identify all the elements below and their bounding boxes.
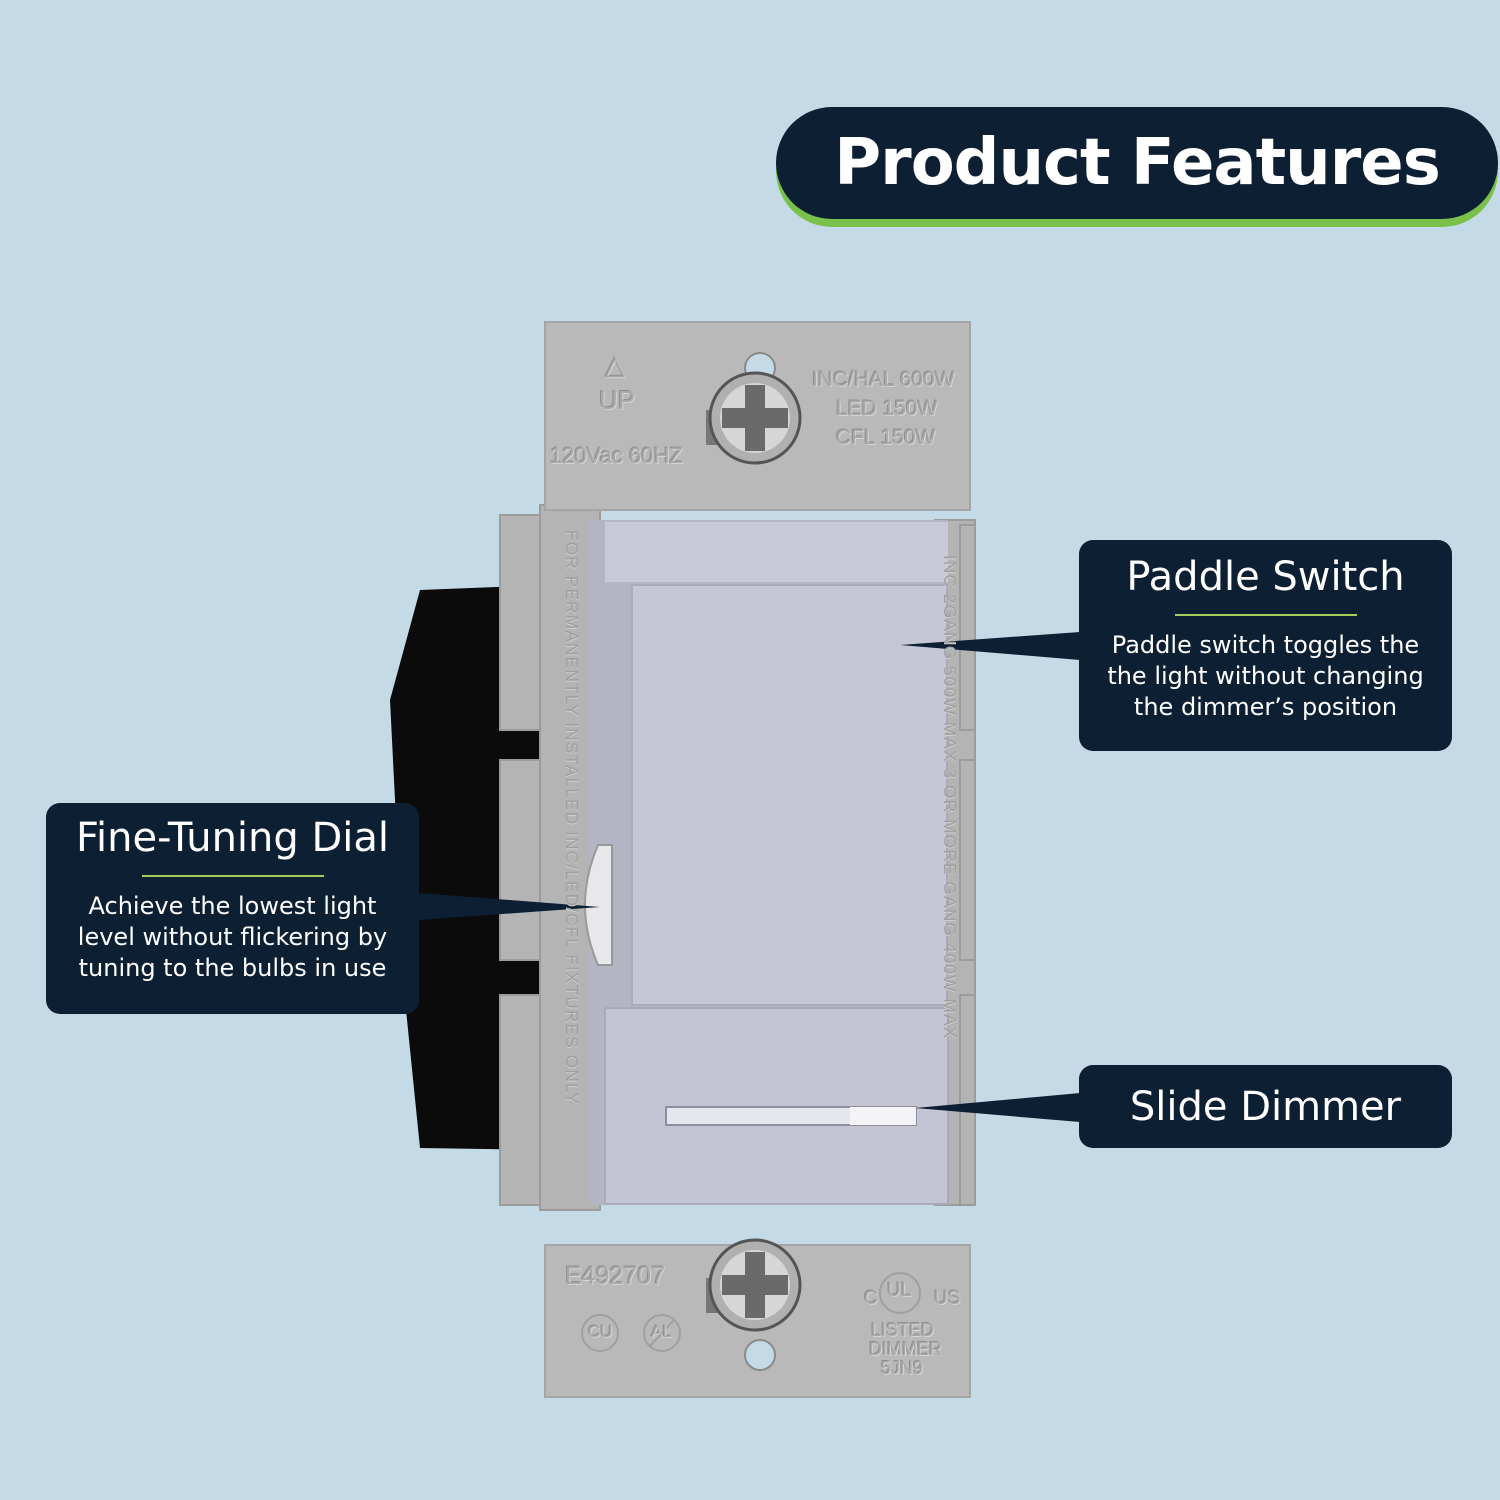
left-side-marking: FOR PERMANENTLY INSTALLED INC/LED/CFL FI… (562, 530, 582, 1106)
paddle-switch-callout: Paddle Switch Paddle switch toggles the … (1079, 540, 1452, 751)
voltage-label: 120Vac 60HZ (550, 443, 683, 468)
rating-inc: INC/HAL 600W (812, 368, 955, 391)
callout-divider (141, 875, 324, 877)
callout-heading: Paddle Switch (1126, 554, 1405, 600)
right-side-marking: INC 2GANG 500W MAX 3 OR MORE GANG 400W M… (940, 555, 960, 1040)
al-mark-circle (643, 1314, 681, 1352)
cu-mark-circle (581, 1314, 619, 1352)
paddle-pointer (900, 632, 1080, 660)
fine-tuning-dial (584, 844, 613, 966)
rating-led: LED 150W (836, 397, 938, 420)
rating-cfl: CFL 150W (836, 426, 936, 449)
slide-dimmer-knob (850, 1107, 916, 1125)
fine-tuning-dial-callout: Fine-Tuning Dial Achieve the lowest ligh… (46, 803, 419, 1014)
dimmer-label: DIMMER (869, 1339, 942, 1359)
callout-description: Paddle switch toggles the the light with… (1107, 631, 1424, 721)
callout-heading: Fine-Tuning Dial (75, 815, 390, 861)
dial-pointer (418, 893, 600, 920)
callout-description: Achieve the lowest light level without f… (77, 892, 388, 982)
ul-us: US (934, 1288, 961, 1309)
model-label: 5JN9 (881, 1358, 924, 1378)
up-arrow: △ (605, 350, 625, 380)
ul-c: C (864, 1288, 878, 1309)
file-number: E492707 (565, 1262, 666, 1290)
cu-mark: CU (588, 1322, 613, 1341)
slide-dimmer-callout: Slide Dimmer (1079, 1065, 1452, 1148)
ul-mark: UL (887, 1280, 912, 1301)
top-face (605, 522, 948, 582)
slide-pointer (915, 1093, 1080, 1122)
bottom-screw (706, 1238, 802, 1332)
top-screw (706, 371, 802, 465)
al-mark: AL (651, 1322, 672, 1341)
mounting-hole (744, 1339, 776, 1371)
callout-divider (1174, 614, 1357, 616)
callout-heading: Slide Dimmer (1129, 1083, 1402, 1130)
product-features-banner: Product Features (776, 107, 1498, 219)
page-title: Product Features (834, 126, 1441, 200)
up-label: UP (599, 385, 636, 415)
ul-logo-circle (879, 1272, 921, 1314)
listed-label: LISTED (871, 1320, 935, 1340)
paddle-switch (631, 584, 948, 1006)
